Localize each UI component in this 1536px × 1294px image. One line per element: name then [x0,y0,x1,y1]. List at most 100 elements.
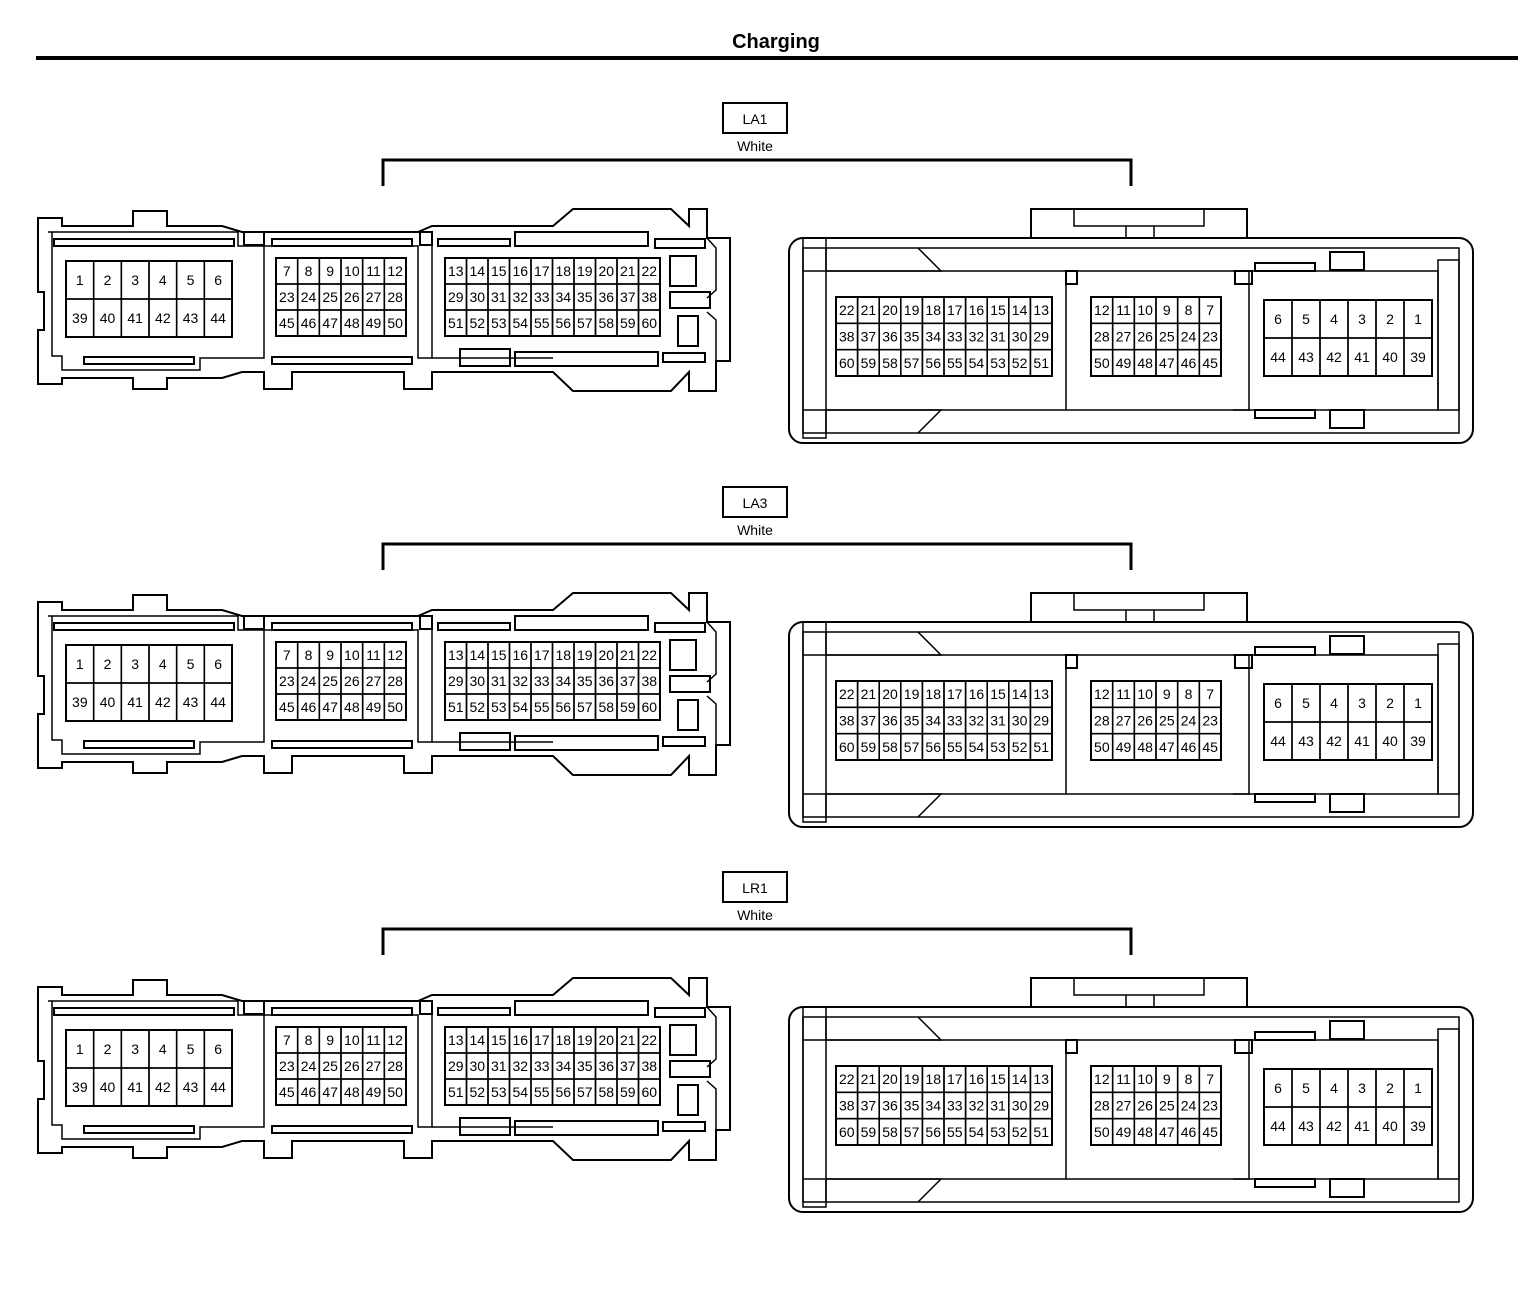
pin-number: 44 [1270,1118,1286,1134]
latch-window [669,291,711,309]
pin-number: 50 [387,699,403,715]
pin-number: 59 [861,355,877,371]
pin-number: 5 [1302,1080,1310,1096]
pin-number: 16 [969,302,985,318]
pin-number: 37 [861,713,877,729]
pin-number: 56 [555,315,571,331]
connector-id: LR1 [742,880,768,896]
pin-number: 29 [1033,713,1049,729]
latch-spring [706,237,717,361]
pin-number: 20 [598,1032,614,1048]
pin-number: 27 [366,1058,382,1074]
pin-number: 17 [947,302,963,318]
pin-number: 4 [159,1041,167,1057]
key-notch [243,231,265,246]
pin-number: 6 [214,1041,222,1057]
pin-number: 2 [1386,695,1394,711]
pin-number: 40 [100,1079,116,1095]
pin-number: 14 [469,1032,485,1048]
pin-number: 25 [322,673,338,689]
guide-slot [437,622,511,631]
pin-number: 56 [925,1124,941,1140]
pin-number: 1 [76,1041,84,1057]
pin-number: 54 [969,739,985,755]
pin-number: 12 [387,263,403,279]
pin-number: 14 [1012,1071,1028,1087]
pin-number: 3 [1358,311,1366,327]
pin-number: 15 [990,686,1006,702]
pin-number: 47 [322,699,338,715]
ramp [825,247,943,272]
pin-number: 36 [882,329,898,345]
pin-cell [203,298,233,338]
pin-number: 25 [322,289,338,305]
pin-number: 21 [620,647,636,663]
pin-number: 10 [344,647,360,663]
pin-number: 13 [448,1032,464,1048]
pin-number: 58 [598,1084,614,1100]
pin-number: 6 [214,272,222,288]
connector-outline [37,592,731,776]
pin-number: 51 [1033,1124,1049,1140]
pin-number: 27 [1116,329,1132,345]
pin-number: 24 [301,289,317,305]
pin-number: 42 [1326,349,1342,365]
inner-shell [48,615,265,755]
title-rule [36,56,1518,60]
pin-number: 34 [555,1058,571,1074]
pin-number: 30 [1012,1098,1028,1114]
pin-number: 34 [925,329,941,345]
pin-number: 15 [491,1032,507,1048]
pin-number: 9 [1163,302,1171,318]
pin-number: 19 [577,647,593,663]
pin-number: 38 [839,713,855,729]
key-notch [1065,654,1078,669]
pin-number: 35 [904,713,920,729]
pin-number: 39 [1410,733,1426,749]
side-lock [802,237,827,439]
pin-number: 5 [187,656,195,672]
pin-number: 33 [947,713,963,729]
pin-number: 36 [882,1098,898,1114]
latch-rail [654,1007,706,1018]
pin-number: 19 [904,302,920,318]
pin-number: 49 [366,315,382,331]
pin-number: 5 [187,1041,195,1057]
latch-window [677,1084,699,1116]
guide-slot [437,238,511,247]
pin-number: 1 [1414,695,1422,711]
bracket [381,158,1133,186]
pin-number: 25 [322,1058,338,1074]
pin-number: 55 [534,1084,550,1100]
pin-number: 5 [1302,695,1310,711]
pin-number: 35 [904,329,920,345]
pin-number: 50 [387,1084,403,1100]
pin-number: 29 [1033,1098,1049,1114]
pin-number: 9 [326,263,334,279]
pin-number: 43 [1298,349,1314,365]
pin-number: 58 [882,1124,898,1140]
pin-number: 28 [387,673,403,689]
pin-number: 59 [620,699,636,715]
pin-number: 13 [448,263,464,279]
pin-number: 54 [512,699,528,715]
pin-number: 33 [947,1098,963,1114]
pin-number: 1 [1414,1080,1422,1096]
pin-number: 16 [512,1032,528,1048]
pin-number: 60 [839,355,855,371]
guide-slot [1254,793,1316,803]
pin-number: 16 [969,1071,985,1087]
page-title: Charging [732,31,820,53]
pin-number: 27 [366,289,382,305]
pin-number: 16 [969,686,985,702]
pin-number: 42 [1326,733,1342,749]
latch-rail [662,1121,706,1132]
pin-cell [637,693,661,721]
pin-number: 40 [1382,1118,1398,1134]
